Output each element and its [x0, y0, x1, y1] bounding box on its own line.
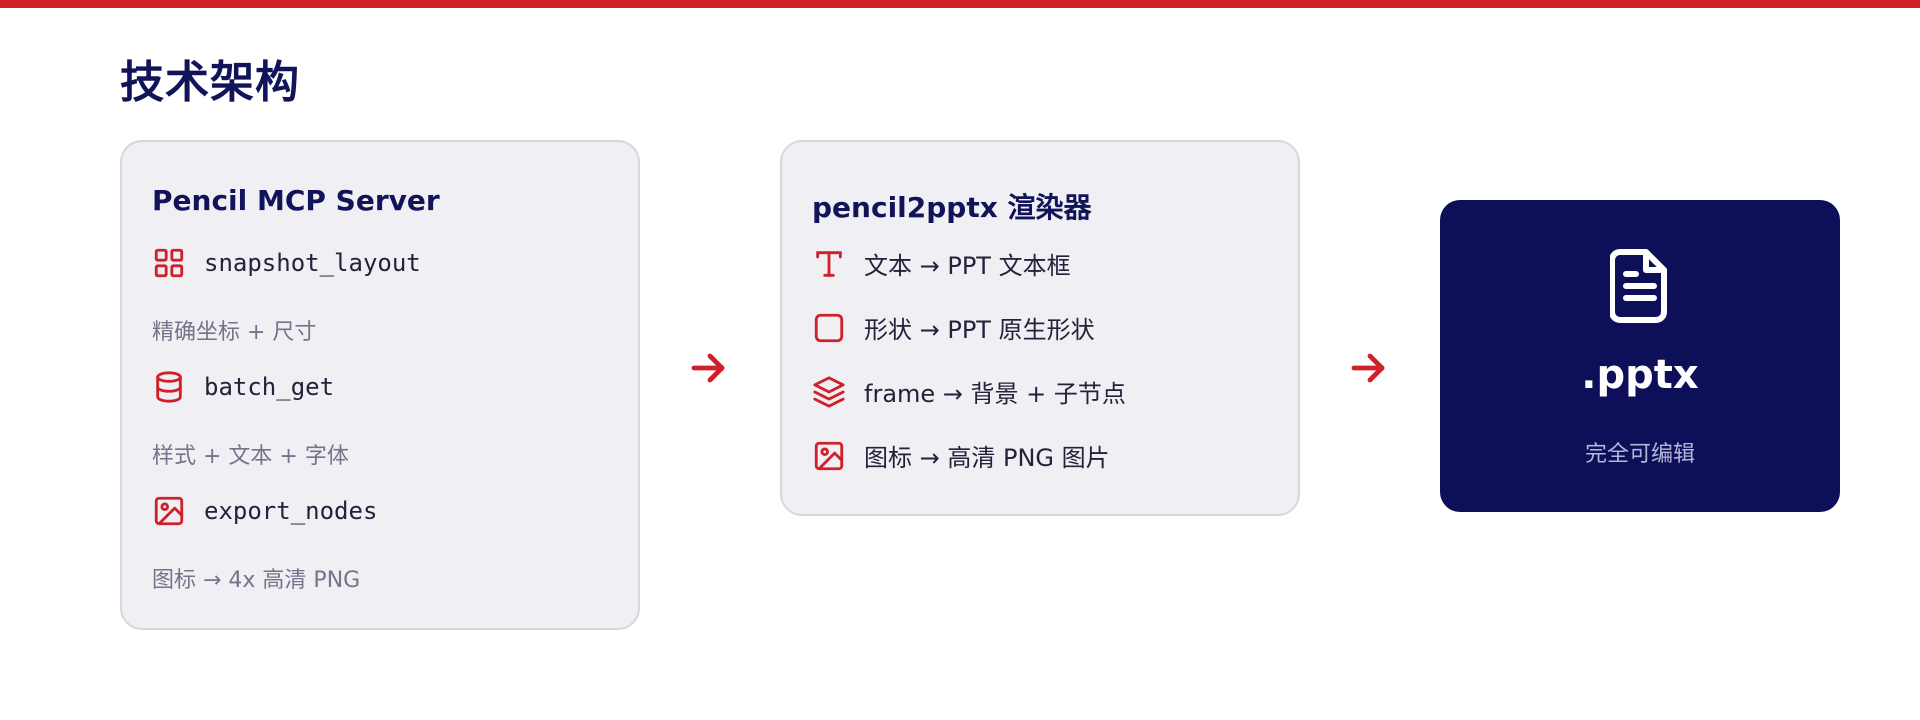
image-icon — [152, 494, 186, 528]
mapping-label: 形状 → PPT 原生形状 — [864, 316, 1095, 344]
output-title: .pptx — [1581, 352, 1699, 398]
page-title: 技术架构 — [120, 57, 300, 108]
grid-icon — [152, 246, 186, 280]
tool-name: snapshot_layout — [204, 249, 421, 277]
square-icon — [812, 311, 846, 345]
top-accent-bar — [0, 0, 1920, 8]
mapping-row-text: 文本 → PPT 文本框 — [812, 246, 1071, 281]
mapping-label: frame → 背景 + 子节点 — [864, 380, 1126, 408]
arrow-right-icon — [684, 344, 732, 392]
mapping-row-shape: 形状 → PPT 原生形状 — [812, 310, 1095, 345]
mapping-row-frame: frame → 背景 + 子节点 — [812, 374, 1126, 409]
card-title: Pencil MCP Server — [152, 184, 440, 217]
tool-name: batch_get — [204, 373, 335, 401]
mcp-server-card: Pencil MCP Server snapshot_layout 精确坐标 +… — [120, 140, 640, 630]
file-text-icon — [1609, 248, 1670, 324]
tool-description: 图标 → 4x 高清 PNG — [152, 568, 361, 593]
text-icon — [812, 247, 846, 281]
output-subtitle: 完全可编辑 — [1584, 442, 1695, 467]
card-title: pencil2pptx 渲染器 — [812, 191, 1092, 224]
layers-icon — [812, 375, 846, 409]
tool-row-snapshot-layout: snapshot_layout — [152, 246, 421, 280]
tool-description: 样式 + 文本 + 字体 — [152, 444, 349, 469]
renderer-card: pencil2pptx 渲染器 文本 → PPT 文本框 形状 → PPT 原生… — [780, 140, 1300, 516]
mapping-row-icon: 图标 → 高清 PNG 图片 — [812, 438, 1110, 473]
database-icon — [152, 370, 186, 404]
tool-description: 精确坐标 + 尺寸 — [152, 320, 317, 345]
arrow-right-icon — [1344, 344, 1392, 392]
mapping-label: 图标 → 高清 PNG 图片 — [864, 444, 1110, 472]
mapping-label: 文本 → PPT 文本框 — [864, 252, 1071, 280]
tool-row-batch-get: batch_get — [152, 370, 334, 404]
output-card: .pptx 完全可编辑 — [1440, 200, 1840, 512]
image-icon — [812, 439, 846, 473]
tool-name: export_nodes — [204, 497, 378, 525]
tool-row-export-nodes: export_nodes — [152, 494, 377, 528]
